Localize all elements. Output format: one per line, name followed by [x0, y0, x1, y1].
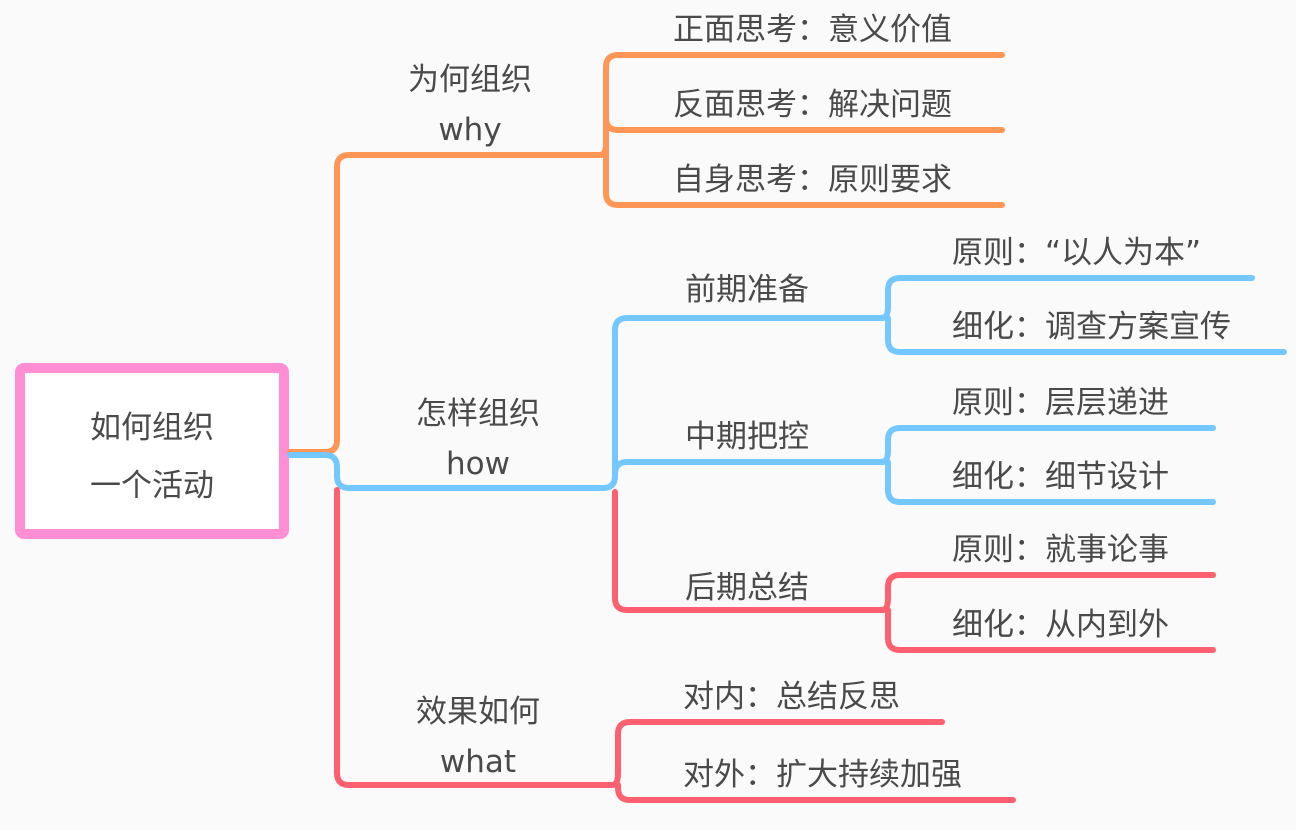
node-early-detail[interactable]: 细化：调查方案宣传	[952, 309, 1231, 345]
node-late-summary[interactable]: 后期总结	[685, 570, 809, 606]
connector-what	[334, 487, 615, 788]
branch-title-what[interactable]: 效果如何	[416, 694, 540, 730]
connector-early	[879, 275, 1287, 355]
root-line1: 如何组织	[90, 410, 214, 446]
node-negative[interactable]: 反面思考：解决问题	[673, 87, 952, 123]
node-early-prep[interactable]: 前期准备	[685, 272, 809, 308]
branch-how: 怎样组织 how 前期准备 中期把控 原则：“以人为本” 细化：调查方案宣传 原…	[287, 235, 1287, 505]
connector-why-children	[597, 52, 1005, 208]
node-late-principle[interactable]: 原则：就事论事	[952, 532, 1169, 568]
node-mid-detail[interactable]: 细化：细节设计	[952, 459, 1169, 495]
connector-why	[287, 152, 603, 455]
connector-late	[612, 489, 1216, 653]
branch-title-how[interactable]: 怎样组织	[416, 396, 540, 432]
branch-subtitle-how: how	[446, 446, 510, 482]
connector-mid	[879, 425, 1216, 505]
branch-title-why[interactable]: 为何组织	[408, 62, 532, 98]
connector-how	[287, 315, 885, 491]
node-self[interactable]: 自身思考：原则要求	[673, 162, 952, 198]
root-line2: 一个活动	[90, 468, 214, 504]
branch-why: 为何组织 why 正面思考：意义价值 反面思考：解决问题 自身思考：原则要求	[287, 12, 1005, 455]
branch-subtitle-why: why	[438, 112, 501, 148]
branch-what: 效果如何 what 后期总结 原则：就事论事 细化：从内到外 对内：总结反思 对…	[334, 487, 1216, 803]
node-early-principle[interactable]: 原则：“以人为本”	[952, 235, 1201, 271]
node-mid-principle[interactable]: 原则：层层递进	[952, 385, 1169, 421]
node-positive[interactable]: 正面思考：意义价值	[673, 12, 952, 48]
branch-subtitle-what: what	[440, 744, 516, 780]
node-internal[interactable]: 对内：总结反思	[683, 679, 900, 715]
node-mid-control[interactable]: 中期把控	[685, 419, 809, 455]
node-external[interactable]: 对外：扩大持续加强	[683, 757, 962, 793]
connector-what-children	[609, 719, 1016, 803]
node-late-detail[interactable]: 细化：从内到外	[952, 607, 1169, 643]
root-node[interactable]: 如何组织 一个活动	[15, 363, 289, 539]
